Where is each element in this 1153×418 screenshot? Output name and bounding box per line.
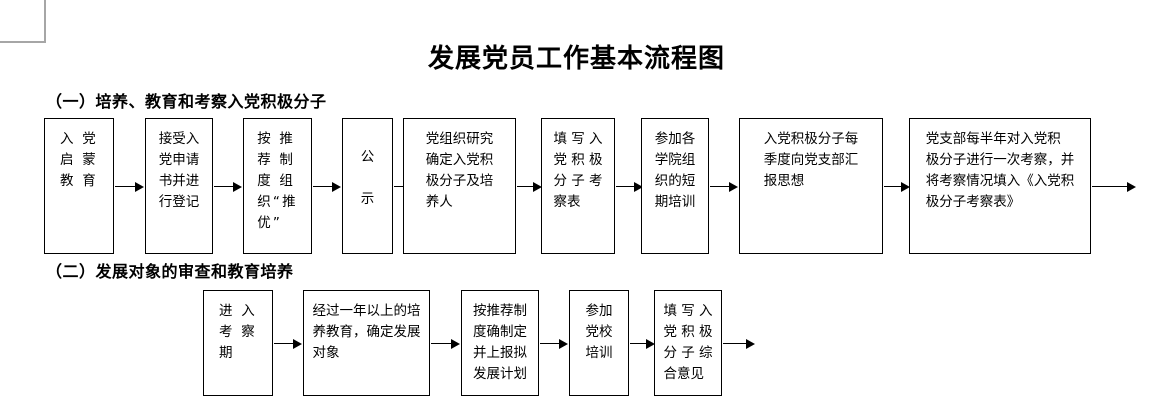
arrow-head <box>293 338 302 349</box>
arrow-2-3-to-2-4 <box>540 338 568 349</box>
flow-box-step-1-9: 党支部每半年对入党积 极分子进行一次考察，并 将考察情况填入《入党积 极分子考察… <box>909 118 1091 254</box>
arrow-2-2-to-2-3 <box>431 338 460 349</box>
section-heading-1: （一）培养、教育和考察入党积极分子 <box>46 92 327 111</box>
page-corner-mark <box>22 0 46 43</box>
arrow-shaft <box>540 342 559 345</box>
flow-box-step-1-6: 填 写 入 党 积 极 分 子 考 察表 <box>541 118 615 254</box>
arrow-head <box>533 181 542 192</box>
arrow-shaft <box>431 342 451 345</box>
arrow-1-3-to-1-4 <box>313 181 341 192</box>
flow-box-label: 参加各 学院组 织的短 期培训 <box>654 131 696 210</box>
arrow-1-1-to-1-2 <box>115 181 144 192</box>
arrow-shaft <box>214 185 233 188</box>
arrow-shaft <box>723 342 746 345</box>
section-heading-2: （二）发展对象的审查和教育培养 <box>46 262 294 281</box>
arrow-head <box>233 181 242 192</box>
arrow-1-2-to-1-3 <box>214 181 242 192</box>
arrow-head <box>1127 181 1136 192</box>
arrow-2-4-to-2-5 <box>630 338 655 349</box>
flow-box-label: 填 写 入 党 积 极 分 子 综 合意见 <box>663 303 713 382</box>
arrow-shaft <box>115 185 135 188</box>
flow-box-step-1-1: 入 党 启 蒙 教 育 <box>44 118 114 254</box>
flow-box-step-2-5: 填 写 入 党 积 极 分 子 综 合意见 <box>654 290 722 396</box>
flow-box-label: 参加 党校 培训 <box>585 303 613 361</box>
arrow-1-7-to-1-8 <box>710 181 738 192</box>
arrow-shaft <box>517 185 533 188</box>
arrow-2-1-to-2-2 <box>274 338 302 349</box>
flow-box-step-2-2: 经过一年以上的培 养教育，确定发展 对象 <box>303 290 430 396</box>
arrow-shaft <box>630 342 646 345</box>
arrow-head <box>901 181 910 192</box>
flow-box-step-2-1: 进 入 考 察 期 <box>203 290 273 396</box>
flow-box-label: 党支部每半年对入党积 极分子进行一次考察，并 将考察情况填入《入党积 极分子考察… <box>925 131 1075 210</box>
flow-box-label: 公 示 <box>360 149 375 207</box>
arrow-head <box>634 181 643 192</box>
arrow-shaft <box>274 342 293 345</box>
flow-box-label: 进 入 考 察 期 <box>219 303 257 361</box>
flow-box-label: 填 写 入 党 积 极 分 子 考 察表 <box>553 131 603 210</box>
flow-box-label: 入 党 启 蒙 教 育 <box>60 131 98 189</box>
arrow-shaft <box>616 185 634 188</box>
page-title: 发展党员工作基本流程图 <box>427 44 725 74</box>
arrow-head <box>332 181 341 192</box>
flow-box-label: 接受入 党申请 书并进 行登记 <box>158 131 200 210</box>
flow-box-step-1-8: 入党积极分子每 季度向党支部汇 报思想 <box>739 118 883 254</box>
arrow-2-5-to-next-stage <box>723 338 755 349</box>
arrow-head <box>559 338 568 349</box>
arrow-1-9-to-next-stage <box>1092 181 1136 192</box>
arrow-1-6-to-1-7 <box>616 181 643 192</box>
arrow-head <box>135 181 144 192</box>
flow-box-label: 入党积极分子每 季度向党支部汇 报思想 <box>763 131 859 189</box>
page-corner-mark-extension <box>0 41 24 43</box>
flow-box-label: 经过一年以上的培 养教育，确定发展 对象 <box>312 303 421 361</box>
flow-box-label: 按 推 荐 制 度 组 织“推 优” <box>257 131 298 231</box>
arrow-shaft <box>313 185 332 188</box>
flow-box-step-1-3: 按 推 荐 制 度 组 织“推 优” <box>243 118 312 254</box>
arrow-1-8-to-1-9 <box>884 181 910 192</box>
arrow-shaft <box>1092 185 1127 188</box>
arrow-head <box>746 338 755 349</box>
flow-box-step-2-4: 参加 党校 培训 <box>569 290 629 396</box>
arrow-shaft <box>884 185 901 188</box>
flow-box-step-2-3: 按推荐制 度确制定 并上报拟 发展计划 <box>461 290 539 396</box>
arrow-head <box>451 338 460 349</box>
arrow-shaft <box>710 185 729 188</box>
flow-box-step-1-2: 接受入 党申请 书并进 行登记 <box>145 118 213 254</box>
flow-box-step-1-5: 党组织研究 确定入党积 极分子及培 养人 <box>403 118 516 254</box>
arrow-head <box>729 181 738 192</box>
flow-box-label: 按推荐制 度确制定 并上报拟 发展计划 <box>473 303 527 382</box>
flow-box-step-1-4: 公 示 <box>342 118 393 254</box>
flow-box-label: 党组织研究 确定入党积 极分子及培 养人 <box>425 131 494 210</box>
flow-box-step-1-7: 参加各 学院组 织的短 期培训 <box>641 118 709 254</box>
arrow-head <box>646 338 655 349</box>
arrow-1-5-to-1-6 <box>517 181 542 192</box>
